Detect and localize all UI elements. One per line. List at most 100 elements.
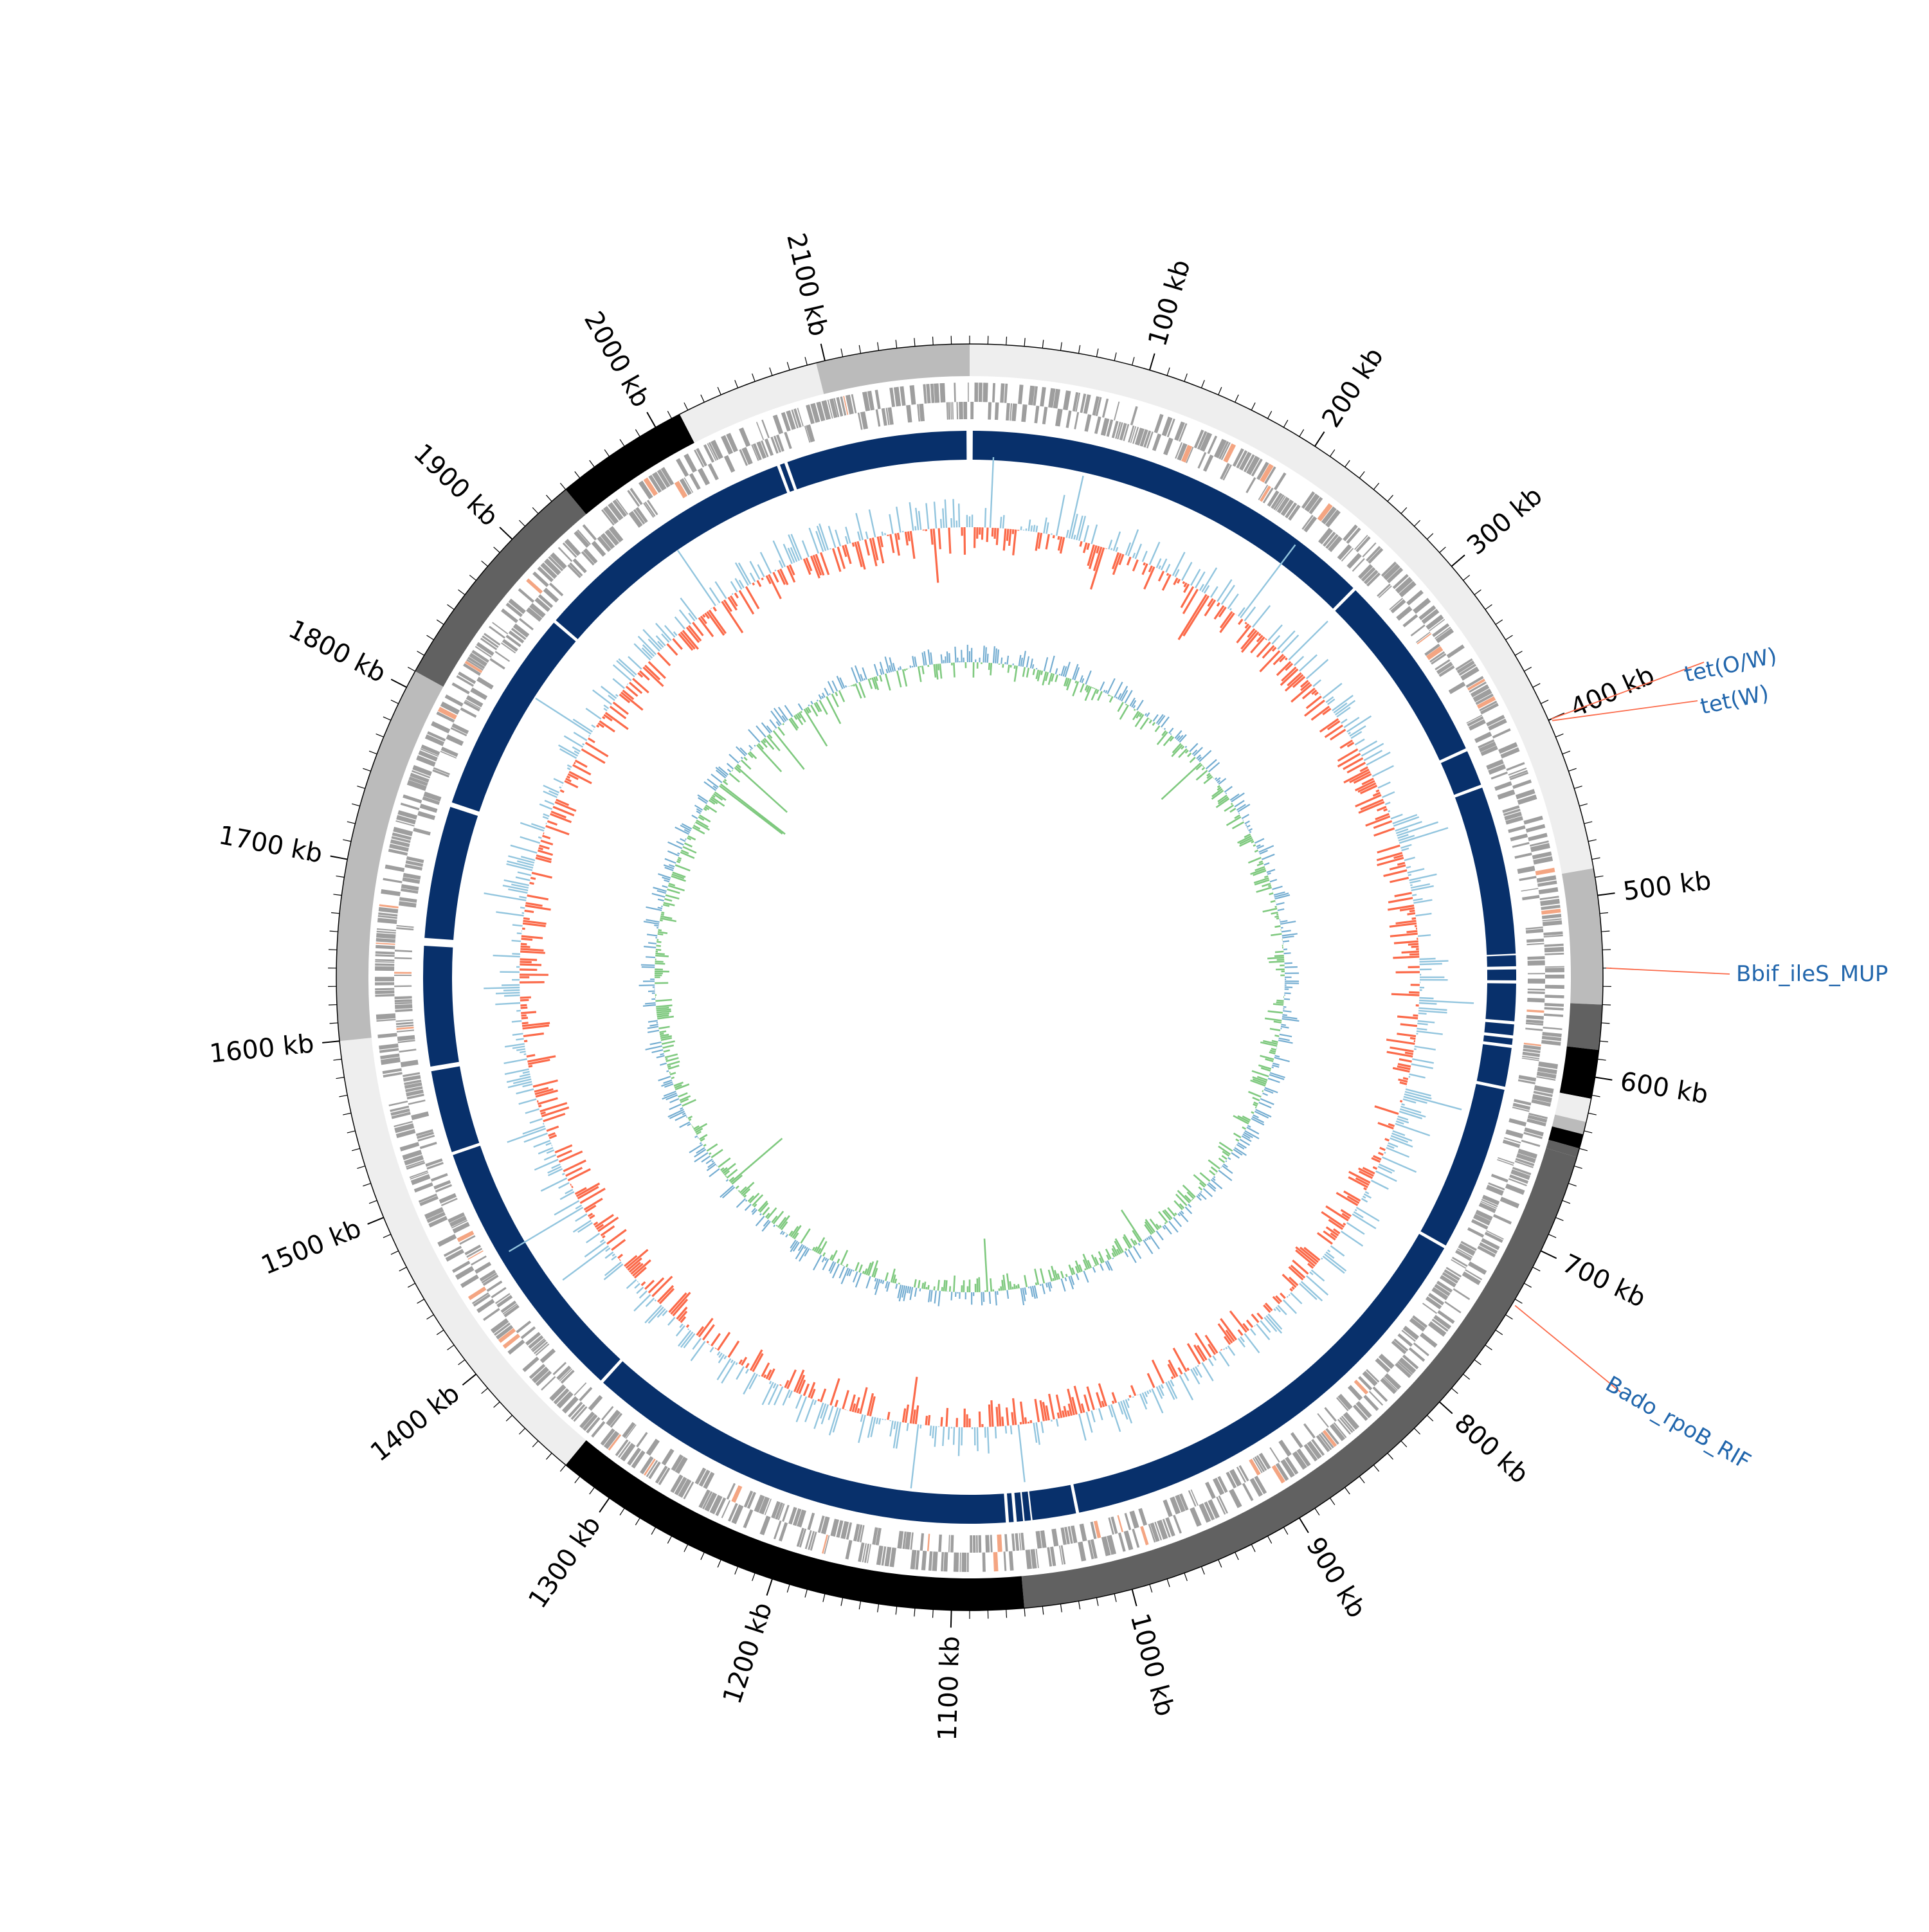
alignment-block-ring	[423, 431, 1516, 1524]
minor-tick	[369, 751, 377, 754]
minor-tick	[1359, 471, 1364, 478]
cds-feature	[375, 977, 394, 981]
minor-tick	[1078, 345, 1080, 354]
annotation-label: tet(W)	[1698, 680, 1771, 720]
cds-feature	[1528, 973, 1545, 974]
cds-feature	[1152, 433, 1161, 451]
minor-tick	[331, 912, 340, 913]
cds-feature	[1303, 1423, 1316, 1439]
cds-feature	[1379, 586, 1392, 599]
cds-feature	[401, 1060, 419, 1067]
minor-tick	[391, 1251, 399, 1255]
minor-tick	[1414, 1429, 1420, 1434]
cds-feature	[689, 473, 701, 490]
minor-tick	[1373, 1465, 1379, 1472]
tick-label: 1300 kb	[523, 1511, 607, 1614]
alignment-block	[452, 622, 576, 811]
minor-tick	[933, 1609, 934, 1618]
cds-feature	[992, 383, 995, 402]
minor-tick	[1167, 1579, 1170, 1587]
cds-feature	[846, 1540, 853, 1559]
cds-feature	[1011, 1533, 1015, 1551]
major-tick	[821, 344, 825, 361]
minor-tick	[427, 1315, 434, 1319]
cds-feature	[961, 1553, 966, 1572]
cds-feature	[1512, 842, 1530, 848]
cds-feature	[574, 530, 590, 548]
cds-feature	[1102, 399, 1109, 418]
cds-feature	[952, 402, 954, 419]
cds-feature	[1543, 1027, 1562, 1030]
minor-tick	[1496, 1330, 1503, 1335]
minor-tick	[427, 635, 434, 640]
cds-feature	[1132, 1529, 1139, 1548]
minor-tick	[1474, 1360, 1481, 1365]
tick-label: 500 kb	[1621, 866, 1712, 907]
cds-feature	[1173, 1515, 1182, 1533]
cds-feature	[1467, 1227, 1484, 1238]
cds-feature	[1526, 1015, 1544, 1020]
minor-tick	[914, 1608, 915, 1616]
minor-tick	[343, 840, 351, 842]
cds-feature	[743, 1509, 754, 1528]
cds-feature	[396, 1020, 413, 1022]
cds-feature	[979, 1535, 982, 1553]
cds-feature	[1346, 553, 1361, 569]
cds-feature	[1544, 1003, 1564, 1007]
minor-tick	[458, 1360, 465, 1365]
minor-tick	[1584, 822, 1593, 824]
minor-tick	[417, 651, 424, 656]
major-tick	[500, 527, 512, 539]
cds-feature	[946, 402, 948, 420]
cds-feature	[1203, 455, 1213, 472]
tick-label: 300 kb	[1462, 481, 1548, 561]
cds-feature	[1269, 1447, 1280, 1463]
cds-feature	[394, 975, 412, 976]
cds-feature	[967, 1553, 969, 1572]
minor-tick	[1555, 734, 1563, 737]
minor-tick	[1345, 460, 1350, 467]
minor-tick	[482, 1388, 488, 1393]
cds-feature	[491, 1287, 506, 1299]
cds-feature	[973, 1535, 975, 1553]
cds-feature	[1129, 1511, 1139, 1529]
cds-feature	[761, 420, 770, 438]
cds-feature	[1444, 1301, 1461, 1314]
cds-feature	[1523, 816, 1543, 825]
tick-label: 1400 kb	[365, 1378, 466, 1467]
cds-feature	[1416, 631, 1431, 642]
cds-feature	[979, 383, 983, 402]
cds-feature	[622, 1422, 635, 1438]
minor-tick	[651, 1527, 655, 1534]
cds-feature	[1130, 406, 1138, 426]
alignment-block	[1455, 788, 1516, 955]
cds-feature	[460, 707, 477, 718]
minor-tick	[1184, 1573, 1187, 1581]
major-tick	[1150, 354, 1155, 370]
cds-feature	[1163, 438, 1173, 456]
minor-tick	[575, 471, 580, 478]
cds-feature	[1542, 914, 1561, 919]
minor-tick	[408, 1283, 415, 1287]
cds-feature	[396, 927, 413, 930]
minor-tick	[494, 547, 500, 553]
cds-feature	[413, 827, 430, 835]
minor-tick	[363, 1184, 370, 1186]
cds-feature	[985, 1535, 990, 1552]
cds-feature	[1006, 403, 1010, 420]
cds-feature	[1508, 826, 1525, 833]
cds-feature	[377, 928, 396, 931]
cds-feature	[1124, 1530, 1134, 1550]
minor-tick	[684, 1544, 688, 1552]
cds-feature	[995, 402, 999, 420]
cds-feature	[1291, 1432, 1303, 1448]
cds-feature	[1084, 414, 1091, 432]
minor-tick	[1330, 449, 1334, 456]
cds-feature	[1527, 956, 1544, 960]
cds-feature	[1528, 989, 1545, 991]
cds-feature	[756, 422, 764, 440]
cds-feature	[643, 503, 654, 518]
cds-feature	[963, 402, 967, 419]
minor-tick	[469, 575, 476, 581]
cds-feature	[396, 1022, 413, 1025]
